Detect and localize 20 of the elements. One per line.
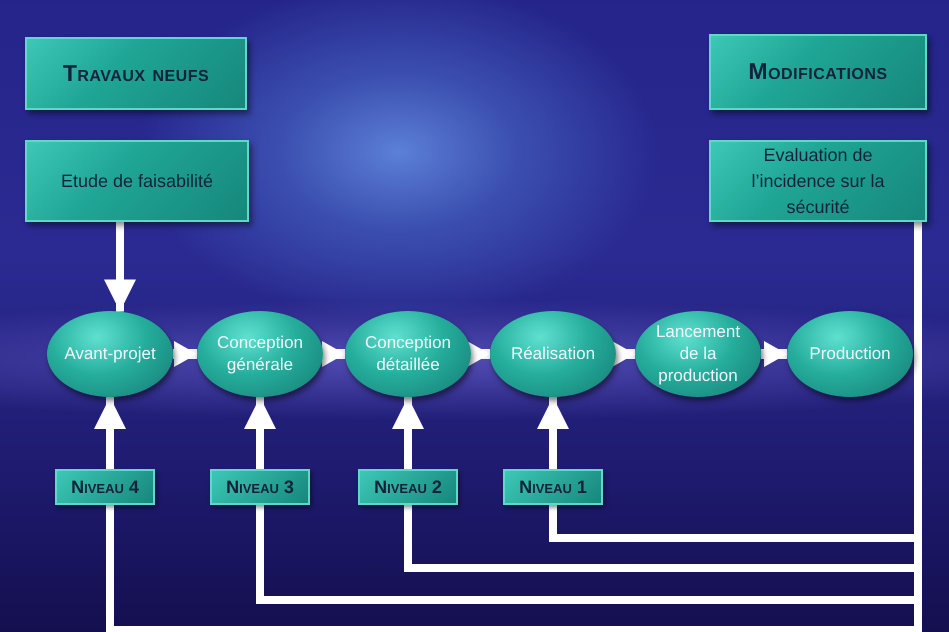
stage-ellipse: Conception détaillée — [345, 311, 471, 397]
arrow — [104, 222, 136, 312]
arrow — [761, 341, 787, 367]
arrow — [612, 341, 635, 367]
stage-ellipse: Production — [787, 311, 913, 397]
stage-ellipse: Réalisation — [490, 311, 616, 397]
process-box: Evaluation de l’incidence sur la sécurité — [709, 140, 927, 222]
stage-ellipse: Avant-projet — [47, 311, 173, 397]
arrow — [173, 341, 197, 367]
edge-label: Niveau 1 — [503, 469, 603, 505]
process-box: Etude de faisabilité — [25, 140, 249, 222]
edge-label: Niveau 4 — [55, 469, 155, 505]
stage-ellipse: Lancement de la production — [635, 311, 761, 397]
heading-box: Modifications — [709, 34, 927, 110]
edge-label: Niveau 3 — [210, 469, 310, 505]
heading-box: Travaux neufs — [25, 37, 247, 110]
edge-label: Niveau 2 — [358, 469, 458, 505]
arrow — [467, 341, 490, 367]
stage-ellipse: Conception générale — [197, 311, 323, 397]
arrow — [322, 341, 345, 367]
